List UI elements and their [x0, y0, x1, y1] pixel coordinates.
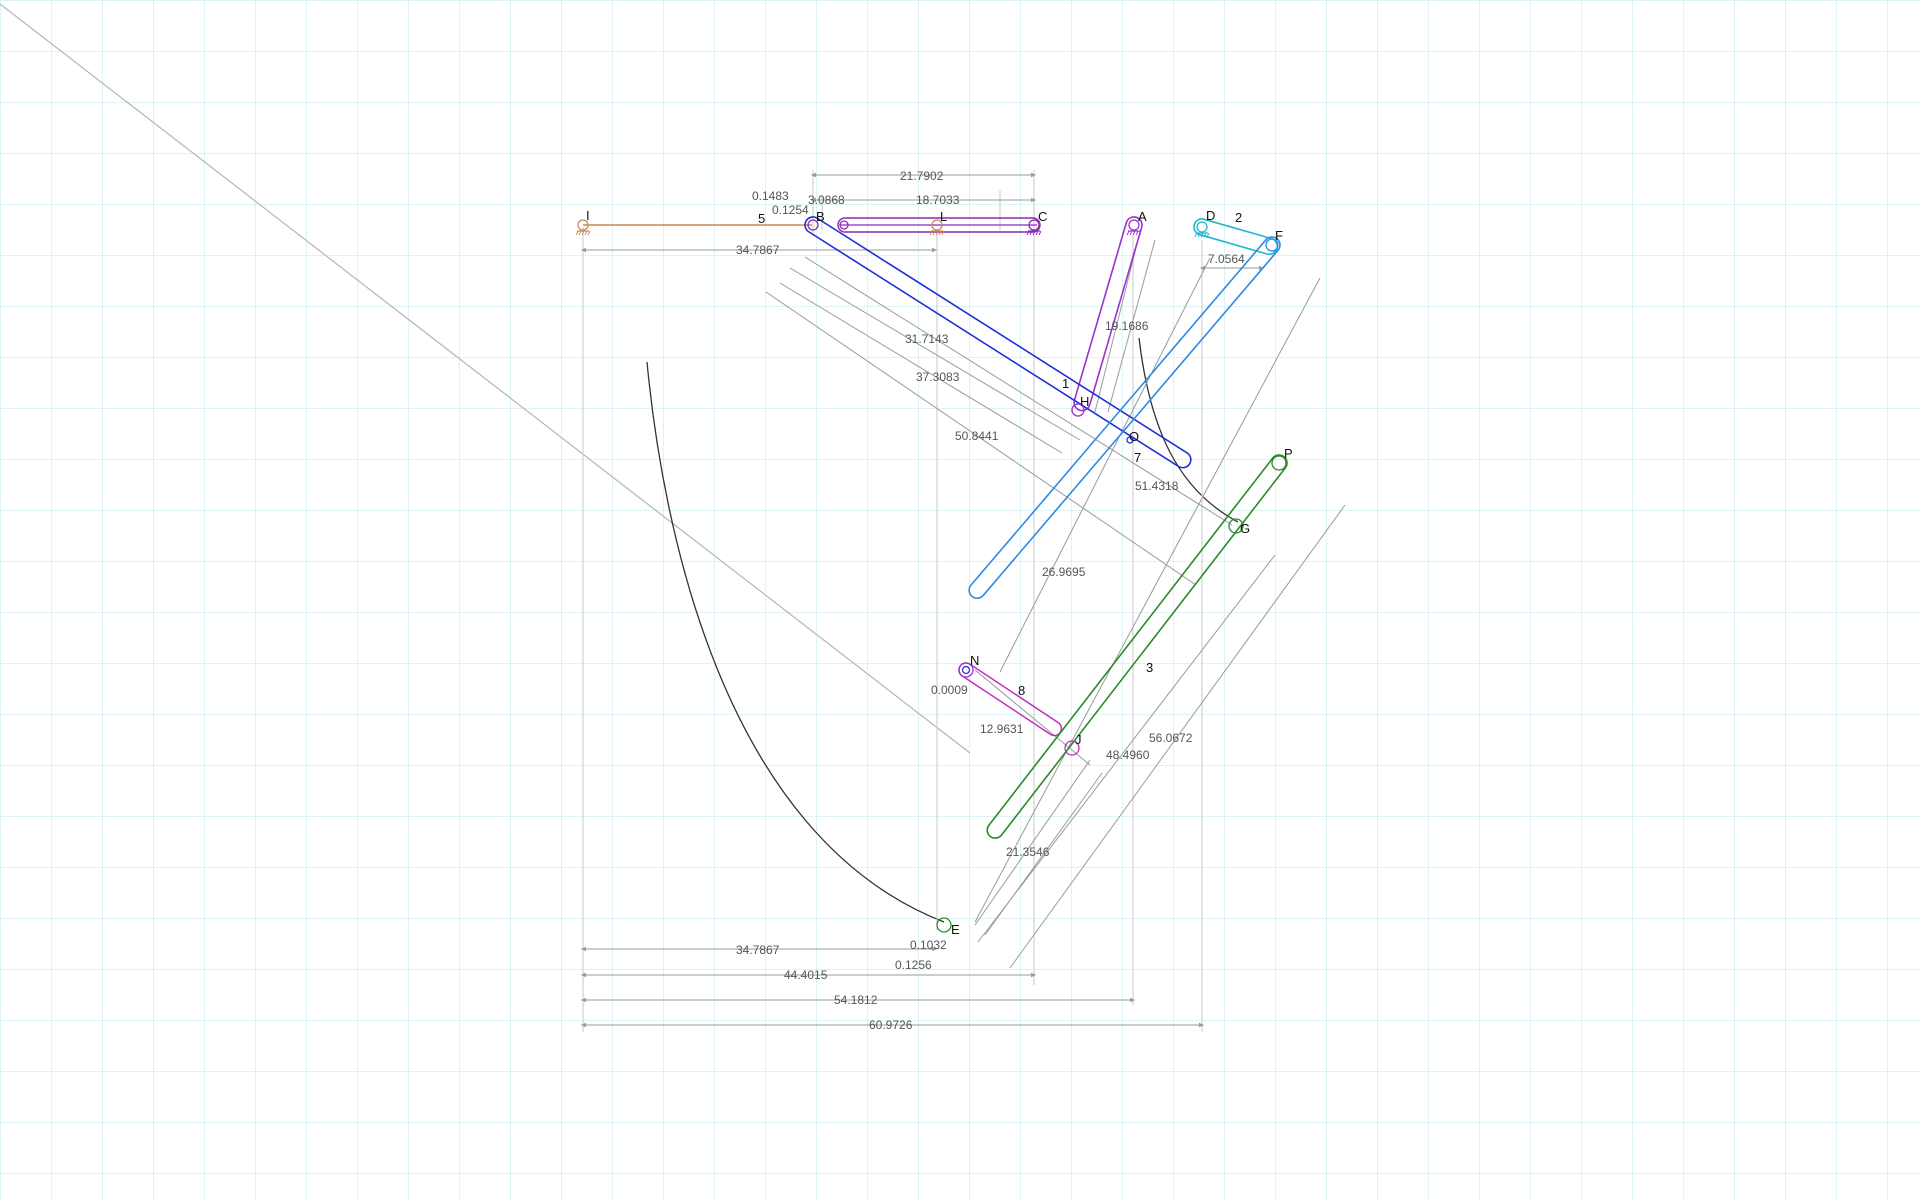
- link-label-3: 3: [1146, 660, 1153, 675]
- joint-a[interactable]: [1128, 219, 1140, 231]
- label-l: L: [940, 209, 947, 224]
- label-p: P: [1284, 446, 1293, 461]
- dim-48-4960: 48.4960: [1106, 748, 1150, 762]
- dimension-lines: [580, 172, 1346, 1028]
- dim-0-1483: 0.1483: [752, 189, 789, 203]
- label-f: F: [1275, 228, 1283, 243]
- dim-18-7033: 18.7033: [916, 193, 960, 207]
- joint-o[interactable]: [1126, 436, 1134, 444]
- dim-0-1256: 0.1256: [895, 958, 932, 972]
- link-label-1: 1: [1062, 376, 1069, 391]
- joint-g[interactable]: [1228, 518, 1244, 534]
- joint-j[interactable]: [1064, 740, 1080, 756]
- label-i: I: [586, 208, 590, 223]
- dim-56-0672: 56.0672: [1149, 731, 1193, 745]
- joint-b[interactable]: [807, 219, 819, 231]
- point-labels: I B L C A D F H O G P N J E: [586, 208, 1293, 937]
- joint-c[interactable]: [1028, 219, 1040, 231]
- joint-p[interactable]: [1271, 455, 1287, 471]
- dim-19-1686: 19.1686: [1105, 319, 1149, 333]
- slider-bar-bc: [837, 217, 1041, 233]
- dim-54-1812: 54.1812: [834, 993, 878, 1007]
- joint-i[interactable]: [577, 219, 589, 231]
- label-j: J: [1075, 732, 1082, 747]
- dim-34-7867-top: 34.7867: [736, 243, 780, 257]
- link-labels: 5 2 1 7 8 3: [758, 210, 1242, 698]
- label-d: D: [1206, 208, 1215, 223]
- link-label-2: 2: [1235, 210, 1242, 225]
- joint-b-slider[interactable]: [839, 220, 849, 230]
- reference-line: [0, 3, 971, 754]
- label-b: B: [816, 209, 825, 224]
- label-e: E: [951, 922, 960, 937]
- coupler-curve-e: [646, 361, 945, 923]
- dim-51-4318: 51.4318: [1135, 479, 1179, 493]
- joints: [577, 219, 1287, 933]
- dim-31-7143: 31.7143: [905, 332, 949, 346]
- link-1: [1073, 216, 1143, 412]
- joint-n-inner: [961, 665, 971, 675]
- dim-34-7867-bottom: 34.7867: [736, 943, 780, 957]
- dim-37-3083: 37.3083: [916, 370, 960, 384]
- joint-d[interactable]: [1196, 221, 1208, 233]
- dim-21-3546: 21.3546: [1006, 845, 1050, 859]
- dim-60-9726: 60.9726: [869, 1018, 913, 1032]
- joint-l[interactable]: [931, 219, 943, 231]
- link-label-7: 7: [1134, 450, 1141, 465]
- label-c: C: [1038, 209, 1047, 224]
- joint-n[interactable]: [958, 662, 974, 678]
- link-7: [968, 236, 1281, 600]
- joint-f[interactable]: [1265, 238, 1279, 252]
- dim-44-4015: 44.4015: [784, 968, 828, 982]
- dim-0-1254: 0.1254: [772, 203, 809, 217]
- extension-lines: [582, 170, 1203, 1032]
- dim-0-0009: 0.0009: [931, 683, 968, 697]
- link-label-8: 8: [1018, 683, 1025, 698]
- dim-12-9631: 12.9631: [980, 722, 1024, 736]
- link-blue-bg: [804, 216, 1192, 469]
- dim-0-1032: 0.1032: [910, 938, 947, 952]
- dim-3-0868: 3.0868: [808, 193, 845, 207]
- label-h: H: [1080, 394, 1089, 409]
- dim-50-8441: 50.8441: [955, 429, 999, 443]
- label-o: O: [1129, 429, 1139, 444]
- dimension-labels: 21.7902 0.1483 3.0868 18.7033 0.1254 34.…: [736, 169, 1245, 1032]
- dim-7-0564: 7.0564: [1208, 252, 1245, 266]
- link-3: [986, 454, 1288, 839]
- joint-h[interactable]: [1071, 403, 1085, 417]
- joint-e[interactable]: [936, 917, 952, 933]
- dim-26-9695: 26.9695: [1042, 565, 1086, 579]
- label-a: A: [1138, 209, 1147, 224]
- dim-21-7902: 21.7902: [900, 169, 944, 183]
- label-n: N: [970, 653, 979, 668]
- coupler-curve-g: [1138, 337, 1239, 523]
- label-g: G: [1240, 521, 1250, 536]
- link-label-5: 5: [758, 211, 765, 226]
